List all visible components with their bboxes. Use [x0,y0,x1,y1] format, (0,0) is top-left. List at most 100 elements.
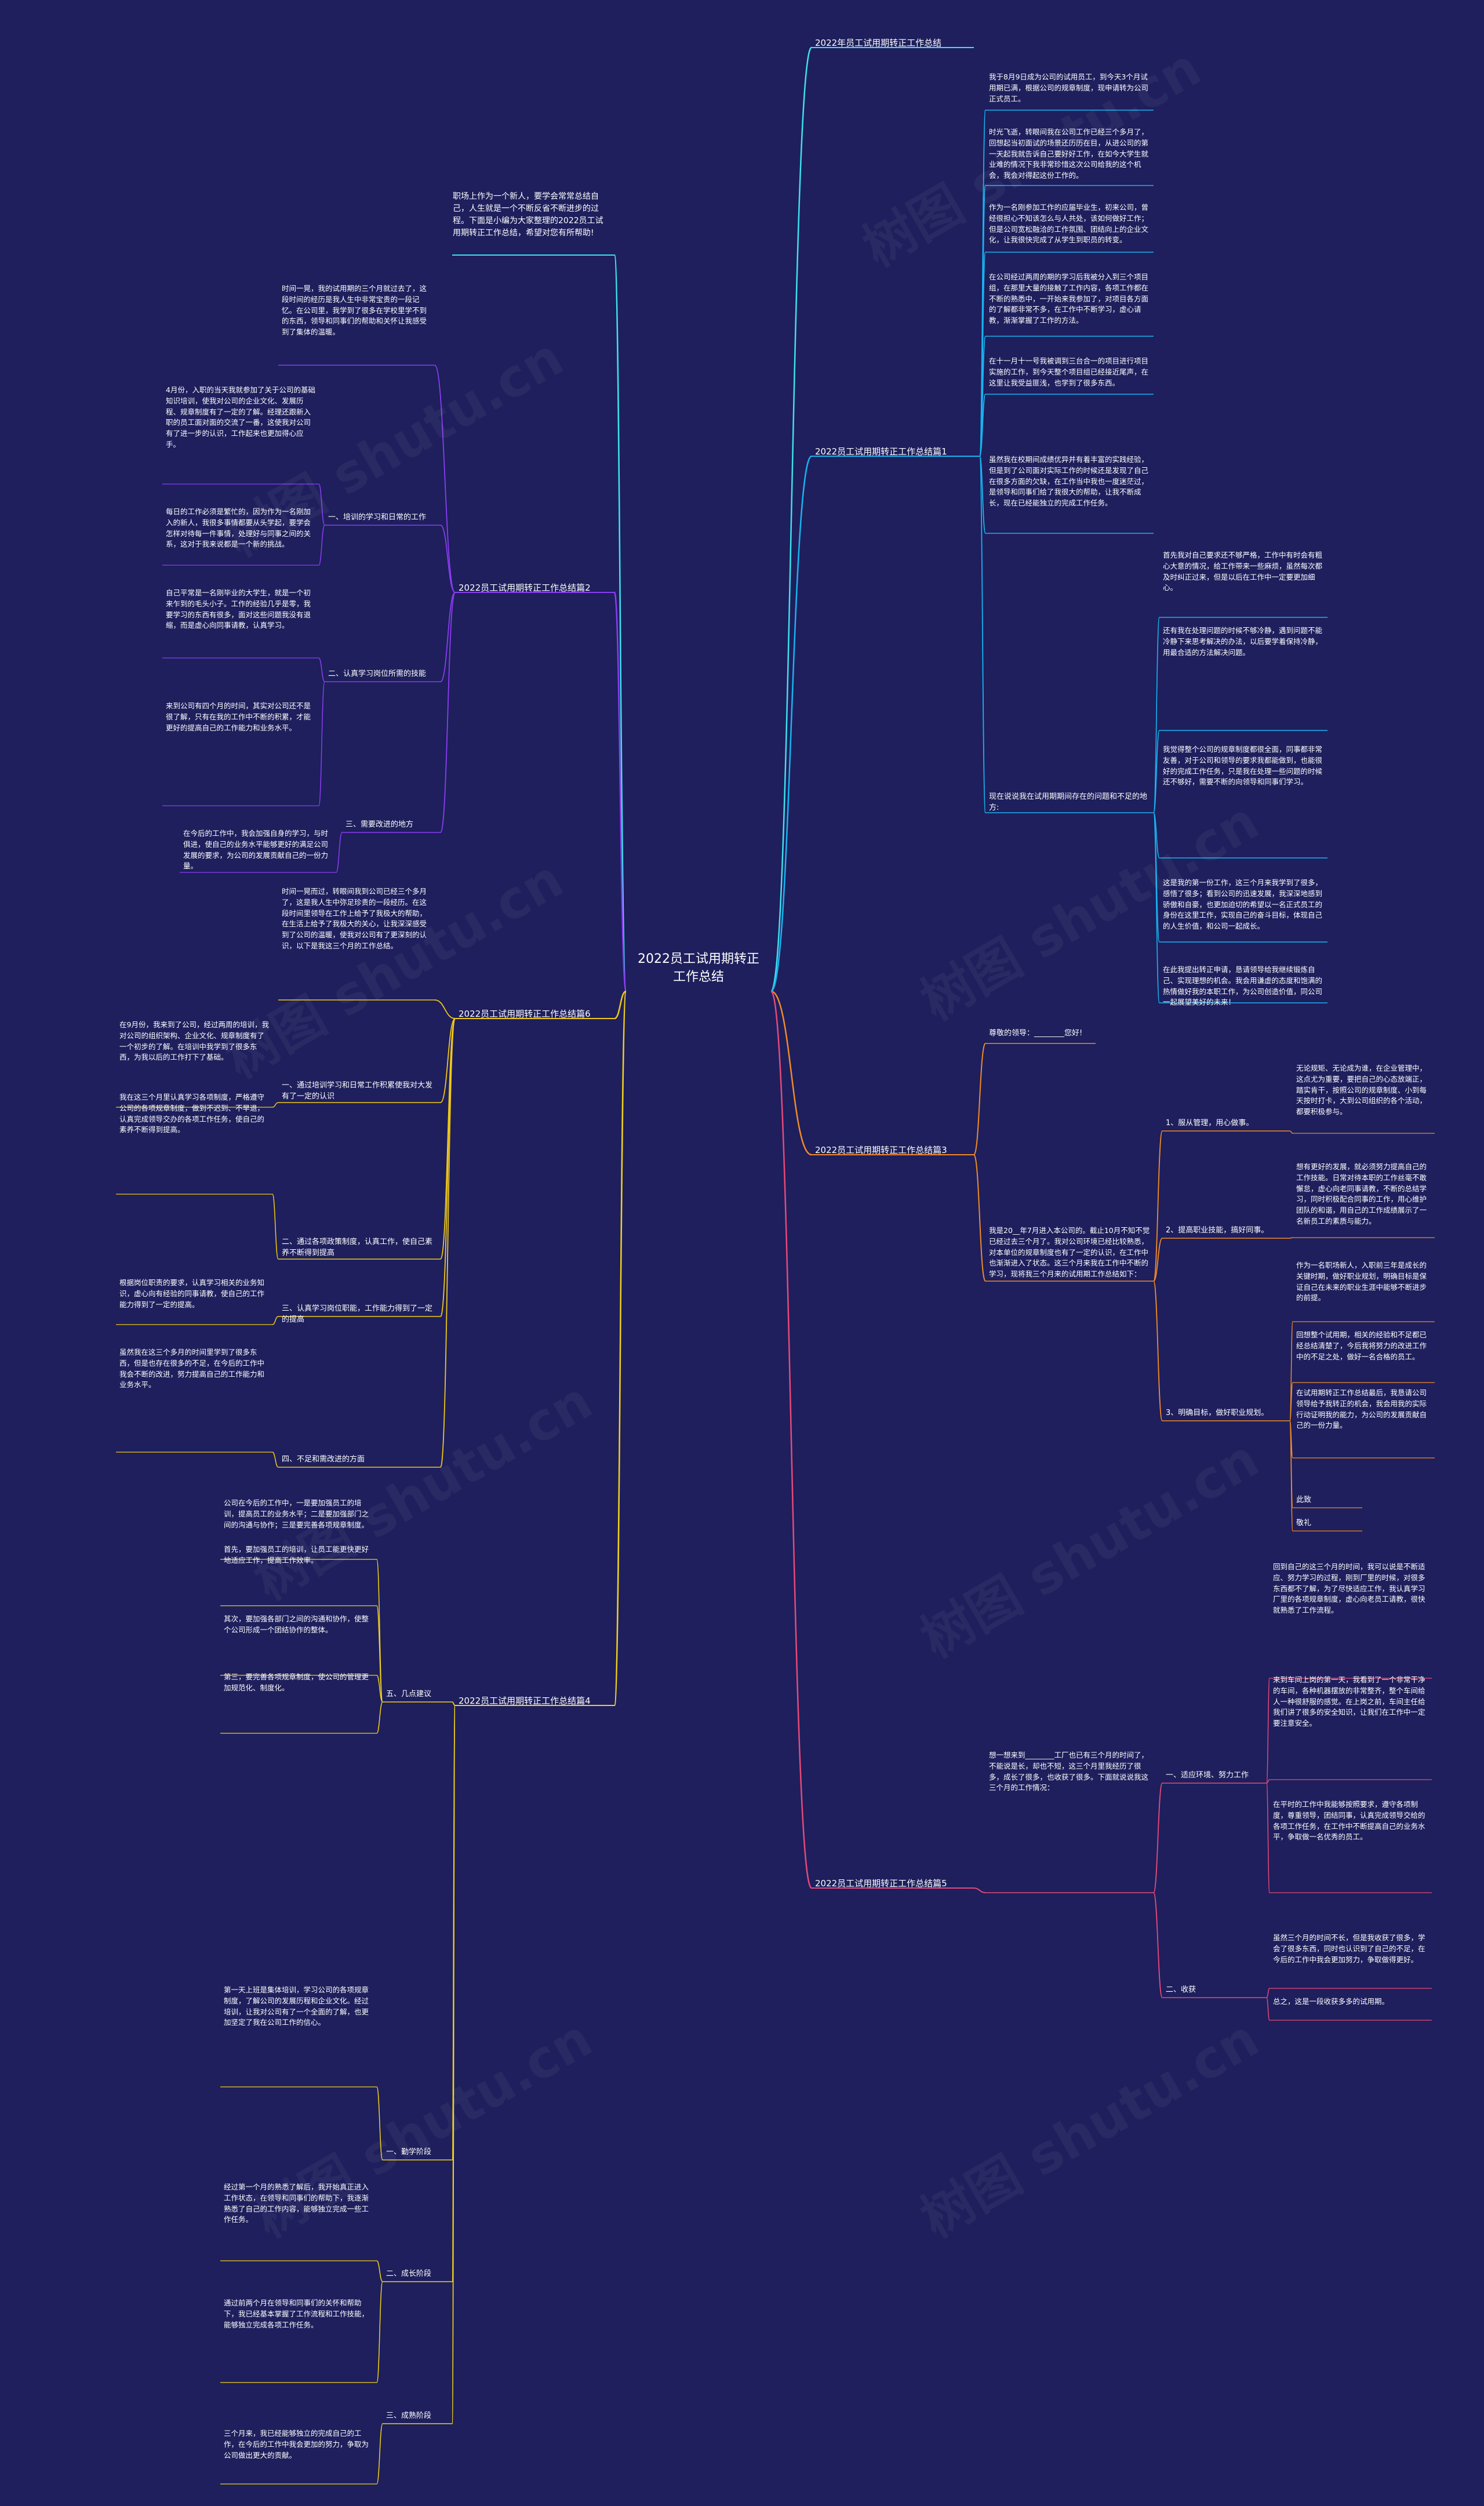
b5-leaf: 虽然三个月的时间不长，但是我收获了很多，学会了很多东西，同时也认识到了自己的不足… [1273,1933,1425,1964]
connector [318,681,325,806]
connector [318,525,325,566]
b4-leaf: 通过前两个月在领导和同事们的关怀和帮助下，我已经基本掌握了工作流程和工作技能，能… [224,2298,369,2329]
connector [440,592,456,682]
b3-leaf: 在试用期转正工作总结最后，我恳请公司领导给予我转正的机会，我会用我的实际行动证明… [1296,1388,1427,1430]
b6-item[interactable]: 四、不足和需改进的方面 [282,1455,365,1464]
b5-item[interactable]: 二、收获 [1166,1985,1196,1994]
connector [376,2086,383,2161]
b6-item[interactable]: 一、通过培训学习和日常工作积累使我对大发有了一定的认识 [282,1081,433,1101]
b1-leaf: 虽然我在校期间成绩优异并有着丰富的实践经验，但是到了公司面对实际工作的时候还是发… [989,455,1149,507]
b1-sub-label[interactable]: 现在说说我在试用期期间存在的问题和不足的地方: [989,792,1148,812]
connector [1266,1783,1270,1893]
b5-leaf: 在平时的工作中我能够按照要求，遵守各项制度，尊重领导，团结同事，认真完成领导交给… [1273,1800,1425,1842]
b4-leaf: 公司在今后的工作中，一是要加强员工的培训，提高员工的业务水平；二是要加强部门之间… [224,1498,369,1529]
connector [1153,1238,1163,1282]
connector [318,657,325,682]
connector [1153,617,1160,813]
connector [440,1018,456,1103]
connector [1289,1420,1293,1532]
intro-note: 职场上作为一个新人，要学会常常总结自己，人生就是一个不断反省不断进步的过程。下面… [453,192,603,238]
branch-title[interactable]: 2022年员工试用期转正工作总结 [815,38,942,48]
connector [613,591,627,992]
connector [376,1605,383,1703]
b2-top-leaf: 时间一晃，我的试用期的三个月就过去了，这段时间的经历是我人生中非常宝贵的一段记忆… [282,284,427,336]
connector [452,1701,456,1706]
b4-leaf: 第一天上班是集体培训，学习公司的各项规章制度，了解公司的发展历程和企业文化。经过… [224,1985,369,2027]
connector [440,1018,456,1468]
b6-item[interactable]: 二、通过各项政策制度，认真工作，使自己素养不断得到提高 [282,1238,433,1257]
connector [440,592,456,833]
connector [973,1043,986,1155]
b6-item[interactable]: 三、认真学习岗位职能，工作能力得到了一定的提高 [282,1304,433,1324]
b4-item[interactable]: 一、勤学阶段 [386,2148,432,2156]
connector [770,990,812,1156]
b4-item[interactable]: 五、几点建议 [386,1690,432,1698]
connector [1266,1779,1270,1784]
root-node[interactable]: 2022员工试用期转正工作总结 [626,945,771,992]
b2-leaf: 来到公司有四个月的时间，其实对公司还不是很了解，只有在我的工作中不断的积累，才能… [166,701,311,732]
connector [434,999,456,1019]
connector [613,254,627,992]
b2-leaf: 每日的工作必须是繁忙的，因为作为一名刚加入的新人，我很多事情都要从头学起，要学会… [166,507,311,549]
b5-leaf: 回到自己的这三个月的时间，我可以说是不断适应、努力学习的过程，刚到厂里的时候，对… [1273,1562,1425,1614]
b3-item[interactable]: 1、服从管理，用心做事。 [1166,1119,1254,1127]
connector [973,1887,986,1893]
connector [1153,1892,1163,1998]
b3-leaf: 作为一名职场新人，入职前三年是成长的关键时期，做好职业规划，明确目标是保证自己在… [1296,1261,1427,1303]
branch-3[interactable]: 2022员工试用期转正工作总结篇3 [815,1145,947,1155]
connector [1153,812,1160,1003]
connector [1266,1997,1270,2021]
connector [1153,1130,1163,1282]
b1-leaf: 在十一月十一号我被调到三台合一的项目进行项目实施的工作，到今天整个项目组已经接近… [989,357,1149,387]
b4-item[interactable]: 二、成长阶段 [386,2269,432,2278]
b4-leaf: 第三，要完善各项规章制度，使公司的管理更加规范化、制度化。 [224,1672,369,1692]
b6-leaf: 虽然我在这三个多月的时间里学到了很多东西，但是也存在很多的不足，在今后的工作中我… [119,1348,265,1390]
b3-greeting: 尊敬的领导：________您好! [989,1029,1083,1038]
connector [614,990,627,1020]
connector [376,2281,383,2383]
b6-top-leaf: 时间一晃而过，转眼间我到公司已经三个多月了，这是我人生中弥足珍贵的一段经历。在这… [282,887,427,950]
connector [770,46,813,992]
connector [434,365,456,593]
connector [979,456,986,813]
b2-item[interactable]: 二、认真学习岗位所需的技能 [328,670,427,678]
b1-leaf: 作为一名刚参加工作的应届毕业生，初来公司，曾经很担心不知该怎么与人共处，该如何做… [989,203,1149,245]
connector [1266,1678,1270,1784]
b5-item[interactable]: 一、适应环境、努力工作 [1166,1771,1249,1780]
b3-closing: 敬礼 [1296,1519,1312,1527]
branch-6[interactable]: 2022员工试用期转正工作总结篇6 [459,1009,591,1019]
b3-leaf: 想有更好的发展，就必须努力提高自己的工作技能。日常对待本职的工作丝毫不敢懈怠，虚… [1296,1162,1427,1225]
b1-sub-leaf: 首先我对自己要求还不够严格，工作中有时会有粗心大意的情况，给工作带来一些麻烦，虽… [1163,551,1323,592]
b4-leaf: 三个月来，我已经能够独立的完成自己的工作，在今后的工作中我会更加的努力，争取为公… [224,2429,369,2460]
b3-closing: 此致 [1296,1496,1312,1504]
connector [440,525,456,593]
b1-leaf: 在公司经过两周的期的学习后我被分入到三个项目组，在那里大量的接触了工作内容，各项… [989,272,1149,325]
b2-leaf: 自己平常是一名刚毕业的大学生，就是一个初来乍到的毛头小子。工作的经验几乎是零，我… [166,588,311,630]
branch-5[interactable]: 2022员工试用期转正工作总结篇5 [815,1878,947,1889]
connector [376,1559,383,1703]
b2-leaf: 4月份，入职的当天我就参加了关于公司的基础知识培训，使我对公司的企业文化、发展历… [166,385,315,449]
branch-4[interactable]: 2022员工试用期转正工作总结篇4 [459,1696,591,1706]
branch-1[interactable]: 2022员工试用期转正工作总结篇1 [815,446,947,457]
connector [1153,1783,1163,1893]
b5-leaf: 总之，这是一段收获多多的试用期。 [1273,1997,1390,2006]
connector [376,2260,383,2282]
connector [979,394,986,457]
b2-item[interactable]: 三、需要改进的地方 [345,820,414,829]
b3-item[interactable]: 2、提高职业技能，搞好同事。 [1166,1226,1269,1235]
connector [272,1316,279,1325]
b2-item[interactable]: 一、培训的学习和日常的工作 [328,513,427,522]
connector [376,1701,383,1734]
connector [1266,1988,1270,1998]
b3-leaf: 回想整个试用期，相关的经验和不足都已经总结清楚了，今后我将努力的改进工作中的不足… [1296,1330,1427,1361]
b6-leaf: 根据岗位职责的要求，认真学习相关的业务知识，虚心向有经验的同事请教，使自己的工作… [119,1278,265,1309]
branch-2[interactable]: 2022员工试用期转正工作总结篇2 [459,583,591,593]
b1-sub-leaf: 在此我提出转正申请，恳请领导给我继续锻炼自己、实现理想的机会。我会用谦虚的态度和… [1163,965,1323,1007]
connector [336,832,343,873]
connector [376,2423,383,2485]
b3-item[interactable]: 3、明确目标，做好职业规划。 [1166,1409,1269,1417]
b6-leaf: 在9月份，我来到了公司，经过两周的培训，我对公司的组织架构、企业文化、规章制度有… [119,1020,269,1062]
b4-item[interactable]: 三、成熟阶段 [386,2412,432,2420]
b1-leaf: 时光飞逝，转眼间我在公司工作已经三个多月了，回想起当初面试的场景还历历在目，从进… [989,128,1149,180]
connector [1153,812,1160,859]
